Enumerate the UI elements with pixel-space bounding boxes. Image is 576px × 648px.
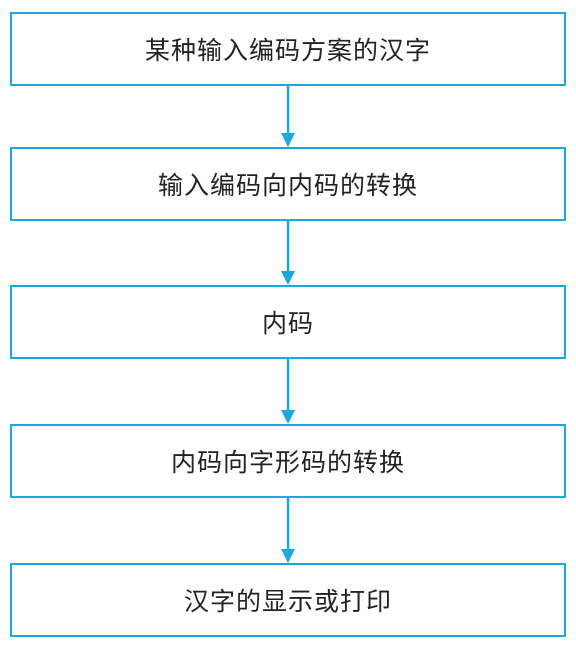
step-box-3: 内码 <box>10 285 566 359</box>
arrow-3-to-4 <box>281 359 295 424</box>
step-label: 内码向字形码的转换 <box>170 448 405 477</box>
step-box-4: 内码向字形码的转换 <box>10 424 566 498</box>
step-label: 某种输入编码方案的汉字 <box>144 36 431 65</box>
step-label: 内码 <box>261 309 314 338</box>
arrow-1-to-2 <box>281 86 295 147</box>
step-label: 汉字的显示或打印 <box>183 587 392 616</box>
arrow-2-to-3 <box>281 221 295 285</box>
step-box-5: 汉字的显示或打印 <box>10 563 566 637</box>
step-box-2: 输入编码向内码的转换 <box>10 147 566 221</box>
step-box-1: 某种输入编码方案的汉字 <box>10 12 566 86</box>
arrow-4-to-5 <box>281 498 295 563</box>
step-label: 输入编码向内码的转换 <box>157 171 418 200</box>
